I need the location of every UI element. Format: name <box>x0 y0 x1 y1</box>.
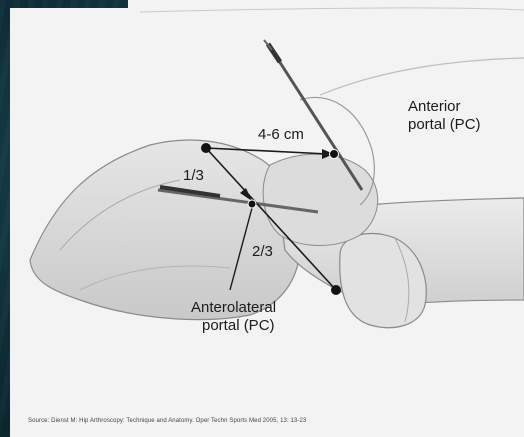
anterolateral-portal-dot <box>248 200 256 208</box>
anterior-portal-dot <box>330 150 339 159</box>
distance-label: 4-6 cm <box>258 126 304 143</box>
asis-landmark-dot <box>201 143 211 153</box>
anterolateral-portal-label-line2: portal (PC) <box>202 317 275 334</box>
iliac-crest <box>30 140 300 320</box>
figure-source-caption: Source: Dienst M: Hip Arthroscopy: Techn… <box>28 418 498 424</box>
skin-outline <box>320 58 524 95</box>
two-thirds-label: 2/3 <box>252 243 273 260</box>
joint-capsule <box>263 154 378 245</box>
anterior-portal-label-line1: Anterior <box>408 98 461 115</box>
one-third-label: 1/3 <box>183 167 204 184</box>
skin-outline-upper <box>140 8 524 12</box>
anterior-portal-label-line2: portal (PC) <box>408 116 481 133</box>
anterolateral-portal-label-line1: Anterolateral <box>191 299 276 316</box>
trochanter-landmark-dot <box>331 285 341 295</box>
